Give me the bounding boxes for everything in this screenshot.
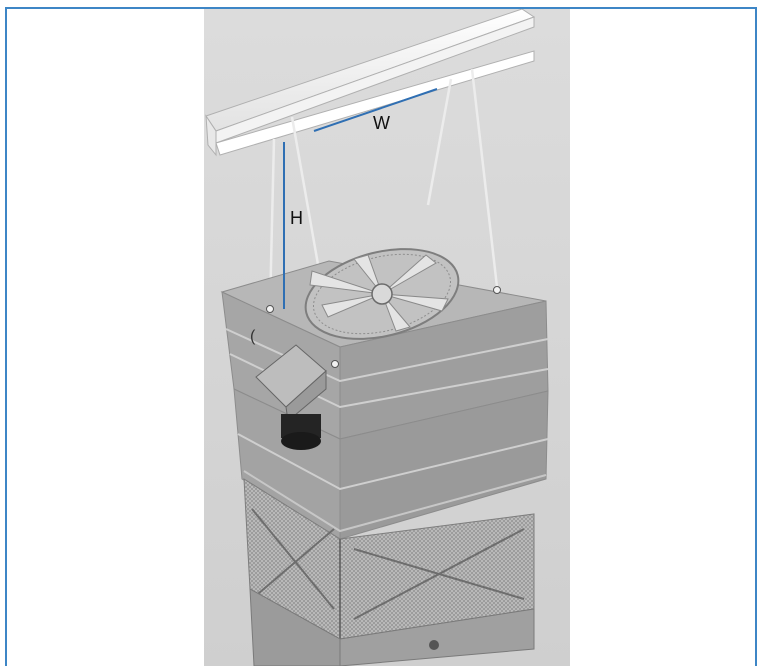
lifting-lugs [266, 286, 501, 368]
fan [304, 248, 460, 340]
fan-blades [309, 254, 449, 332]
cooling-tower-unit [220, 260, 549, 667]
height-label: H [290, 208, 303, 228]
cooling-tower-lifting-figure: ( W H [204, 8, 570, 667]
lifting-beam [205, 8, 536, 157]
motor [255, 344, 327, 450]
drain-outlet [429, 640, 439, 650]
fan-hub [371, 283, 393, 305]
width-label: W [373, 113, 390, 133]
width-dimension-line [313, 88, 438, 132]
figure-svg: ( [204, 8, 570, 667]
panel-mark: ( [250, 328, 256, 345]
